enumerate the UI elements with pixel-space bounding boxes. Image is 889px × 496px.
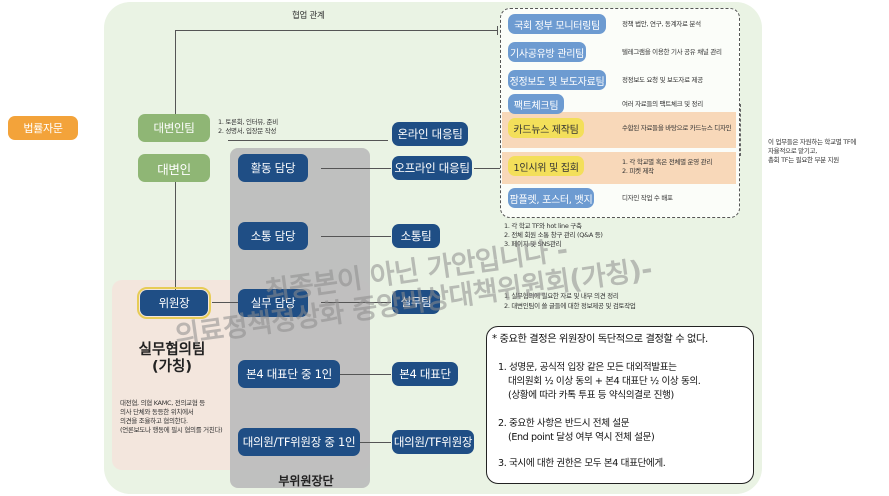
pamphlet-team-node[interactable]: 팜플렛, 포스터, 뱃지: [508, 188, 594, 208]
collab-connector: [175, 30, 498, 31]
side-note-2: 자율적으로 맡기고,: [768, 147, 817, 155]
news-share-team-desc: 텔레그램을 이용한 기사 공유 채널 관리: [622, 48, 722, 56]
connector: [474, 168, 500, 169]
protest-team-desc-1: 1. 각 학교별 혹은 전체별 운영 관리: [622, 158, 713, 166]
news-share-team-node[interactable]: 기사공유방 관리팀: [508, 42, 586, 62]
connector: [321, 168, 391, 169]
working-group-line-1: 실무협의팀: [138, 342, 206, 358]
online-team-node[interactable]: 온라인 대응팀: [392, 122, 468, 146]
practical-note-2: 2. 대변인팀이 쓸 글들에 대한 정보제공 및 검토작업: [504, 302, 636, 310]
note-1c: (상황에 따라 카톡 투표 등 약식의결로 진행): [508, 390, 674, 401]
connector: [321, 302, 391, 303]
spokesperson-team-node[interactable]: 대변인팀: [138, 114, 210, 142]
press-team-node[interactable]: 정정보도 및 보도자료팀: [508, 70, 606, 90]
connector: [212, 302, 238, 303]
note-3: 3. 국시에 대한 권한은 모두 본4 대표단에게.: [498, 458, 666, 469]
spokesperson-note-1: 1. 토론회, 인터뷰, 준비: [218, 118, 278, 126]
card-news-team-desc: 수합된 자료들을 바탕으로 카드뉴스 디자인: [622, 124, 732, 132]
monitoring-team-node[interactable]: 국회 정부 모니터링팀: [508, 14, 606, 34]
connector: [175, 30, 176, 114]
comm-note-3: 3. 페이지 및 SNS관리: [504, 240, 562, 248]
connector: [340, 374, 391, 375]
legal-advice-badge[interactable]: 법률자문: [8, 116, 78, 140]
connector: [228, 140, 388, 141]
representative-member-node[interactable]: 대의원/TF위원장 중 1인: [238, 428, 360, 456]
vice-chair-label: 부위원장단: [278, 474, 334, 488]
connector: [175, 180, 176, 292]
chair-node[interactable]: 위원장: [137, 287, 211, 319]
pamphlet-team-desc: 디자인 작업 수 배포: [622, 194, 673, 202]
connector: [740, 104, 741, 156]
offline-team-node[interactable]: 오프라인 대응팀: [392, 156, 472, 180]
communication-team-node[interactable]: 소통팀: [392, 224, 440, 248]
spokesperson-note-2: 2. 성명서, 입장문 작성: [218, 127, 277, 135]
working-group-line-2: (가칭): [152, 359, 192, 375]
press-team-desc: 정정보도 요청 및 보도자료 제공: [622, 76, 703, 84]
protest-team-desc-2: 2. 피켓 제작: [622, 167, 654, 175]
fact-check-team-node[interactable]: 팩트체크팀: [508, 94, 564, 114]
card-news-team-node[interactable]: 카드뉴스 제작팀: [508, 118, 584, 138]
notes-title: * 중요한 결정은 위원장이 독단적으로 결정할 수 없다.: [492, 334, 708, 345]
collab-label: 협업 관계: [292, 11, 325, 21]
monitoring-team-desc: 정책 법안, 연구, 동계자료 분석: [622, 20, 701, 28]
note-1a: 1. 성명문, 공식적 입장 같은 모든 대외적발표는: [498, 362, 677, 373]
main4-team-node[interactable]: 본4 대표단: [392, 362, 458, 386]
working-note-3: 의견을 조율하고 협의한다.: [120, 417, 188, 425]
communication-node[interactable]: 소통 담당: [238, 222, 308, 250]
side-note-1: 이 업무들은 자원하는 학교별 TF에: [768, 138, 857, 146]
fact-check-team-desc: 여러 자료들의 팩트체크 및 정리: [622, 100, 703, 108]
note-2a: 2. 중요한 사항은 반드시 전체 설문: [498, 418, 630, 429]
working-note-1: 대전협, 의협 KAMC, 전의교협 등: [120, 399, 205, 407]
side-note-3: 총회 TF는 필요한 부분 지원: [768, 156, 839, 164]
working-group-title: 실무협의팀 (가칭): [122, 342, 222, 376]
comm-note-2: 2. 전체 회원 소통 창구 관리 (Q&A 등): [504, 231, 603, 239]
practical-node[interactable]: 실무 담당: [238, 289, 308, 317]
connector: [497, 26, 498, 35]
main4-member-node[interactable]: 본4 대표단 중 1인: [238, 360, 340, 388]
important-decision-notes: [486, 326, 754, 484]
note-1b: 대의원회 ½ 이상 동의 + 본4 대표단 ½ 이상 동의.: [508, 376, 701, 387]
note-2b: (End point 달성 여부 역시 전체 설문): [508, 432, 655, 443]
comm-note-1: 1. 각 학교 TF와 hot line 구축: [504, 222, 582, 230]
working-note-2: 의사 단체와 동등한 위치에서: [120, 408, 194, 416]
activity-node[interactable]: 활동 담당: [238, 154, 308, 182]
protest-team-node[interactable]: 1인시위 및 집회: [508, 156, 584, 176]
practical-team-node[interactable]: 실무팀: [392, 290, 440, 314]
practical-note-1: 1. 실무협의에 필요한 자료 및 내부 의견 정리: [504, 292, 619, 300]
working-note-4: (언론보도나 행동에 필시 협의를 거친다): [120, 426, 223, 434]
connector: [360, 442, 391, 443]
representative-team-node[interactable]: 대의원/TF위원장: [392, 430, 474, 454]
connector: [321, 236, 391, 237]
spokesperson-node[interactable]: 대변인: [138, 154, 210, 182]
